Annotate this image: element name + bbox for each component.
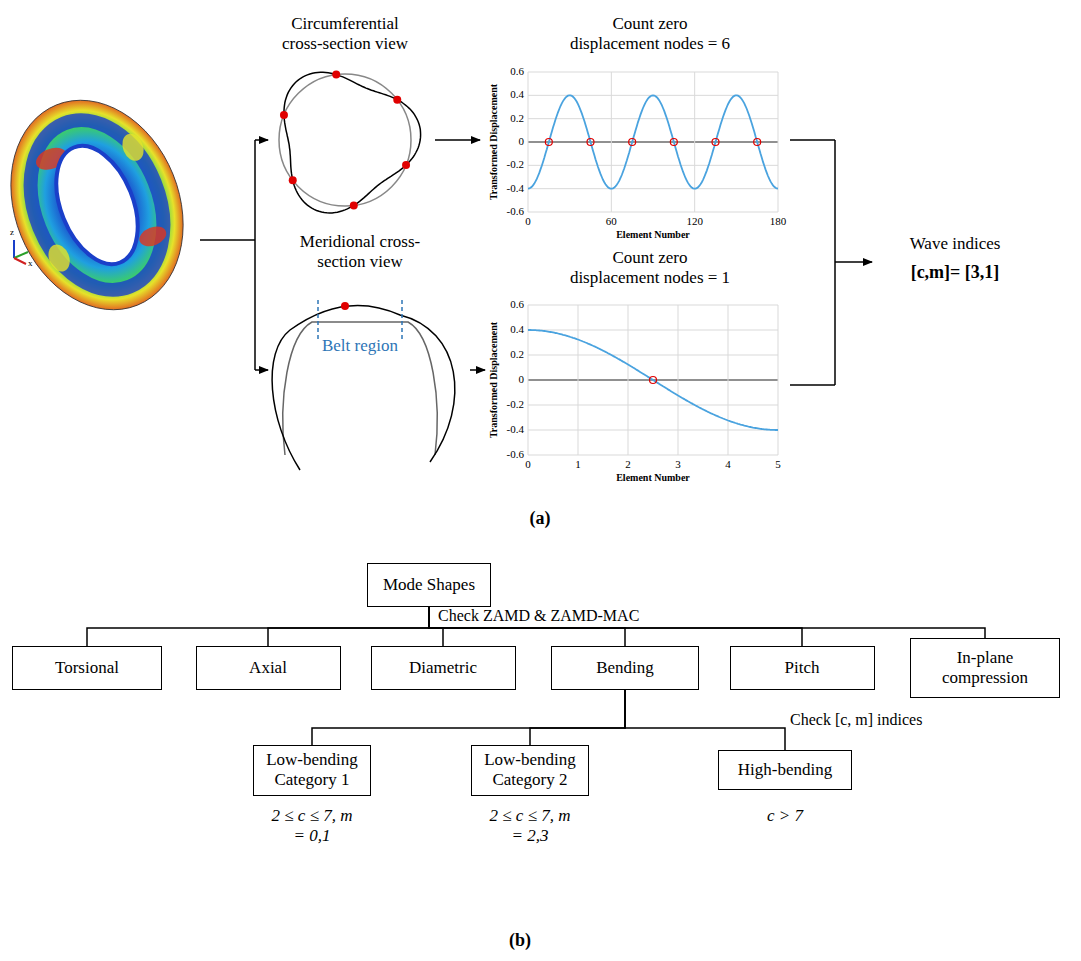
text-label: 0.6	[510, 65, 524, 78]
box-text: Diametric	[409, 658, 477, 678]
circumferential-view	[279, 71, 421, 213]
category-box: Bending	[551, 646, 699, 690]
box-text: Low-bending Category 2	[480, 750, 580, 791]
zero-node-dot	[393, 96, 401, 104]
zero-node-dot	[332, 71, 340, 79]
box-text: Axial	[249, 658, 287, 678]
zero-node-dot	[289, 176, 297, 184]
category-box: Diametric	[371, 646, 516, 690]
axis-title: Transformed Displacement	[488, 322, 500, 438]
text-label: Element Number	[583, 472, 723, 484]
text-label: Check ZAMD & ZAMD-MAC	[438, 606, 639, 625]
text-label: Meridional cross-section view	[290, 232, 430, 273]
text-label: -0.2	[507, 398, 524, 411]
zero-node-dot	[350, 201, 358, 209]
category-box: High-bending	[718, 750, 852, 790]
text-label: Count zero displacement nodes = 1	[566, 248, 734, 289]
box-text: In-plane compression	[919, 648, 1051, 689]
axis-title: Transformed Displacement	[488, 84, 500, 200]
tire-model	[0, 74, 213, 336]
box-text: High-bending	[738, 760, 832, 780]
box-text: Mode Shapes	[383, 575, 475, 595]
category-box: Axial	[196, 646, 341, 690]
text-label: [c,m]= [3,1]	[880, 262, 1030, 284]
displacement-charts	[528, 72, 778, 455]
text-label: 0	[519, 373, 525, 386]
text-label: Belt region	[310, 336, 410, 356]
text-label: z	[10, 227, 14, 238]
text-label: 2 ≤ c ≤ 7, m = 2,3	[484, 806, 576, 847]
text-label: Circumferential cross-section view	[270, 14, 420, 55]
text-label: (b)	[490, 930, 550, 952]
text-label: c > 7	[739, 806, 831, 826]
flow-arrows	[200, 140, 872, 385]
text-label: -0.6	[507, 448, 524, 461]
text-label: 0.4	[510, 323, 524, 336]
text-label: Check [c, m] indices	[790, 710, 922, 729]
text-label: 3	[658, 458, 698, 471]
tree-connector	[87, 607, 429, 646]
text-label: 0	[508, 458, 548, 471]
category-box: Torsional	[12, 646, 162, 690]
category-box: Mode Shapes	[367, 563, 491, 607]
text-label: 120	[675, 215, 715, 228]
category-box: Pitch	[730, 646, 875, 690]
tree-connector	[530, 690, 625, 745]
category-box: In-plane compression	[910, 638, 1060, 698]
category-box: Low-bending Category 1	[253, 745, 371, 796]
text-label: -0.4	[507, 182, 524, 195]
text-label: 0.4	[510, 88, 524, 101]
text-label: Count zero displacement nodes = 6	[566, 14, 734, 55]
text-label: 5	[758, 458, 798, 471]
text-label: x	[28, 258, 33, 269]
meridional-view	[272, 300, 455, 470]
axis-triad	[14, 240, 28, 264]
text-label: 1	[558, 458, 598, 471]
text-label: 0.6	[510, 298, 524, 311]
tree-connector	[268, 607, 429, 646]
text-label: 2	[608, 458, 648, 471]
text-label: -0.4	[507, 423, 524, 436]
zero-node-dot	[402, 161, 410, 169]
box-text: Torsional	[55, 658, 119, 678]
tree-connector	[312, 690, 625, 745]
box-text: Pitch	[785, 658, 820, 678]
text-label: -0.6	[507, 205, 524, 218]
tree-connector	[429, 607, 985, 638]
text-label: -0.2	[507, 158, 524, 171]
text-label: 60	[591, 215, 631, 228]
box-text: Bending	[596, 658, 654, 678]
text-label: 2 ≤ c ≤ 7, m = 0,1	[266, 806, 358, 847]
box-text: Low-bending Category 1	[262, 750, 362, 791]
text-label: Element Number	[583, 229, 723, 241]
text-label: 180	[758, 215, 798, 228]
text-label: 0	[519, 135, 525, 148]
zero-node-dot	[280, 111, 288, 119]
tree-connector	[625, 690, 785, 750]
category-box: Low-bending Category 2	[471, 745, 589, 796]
text-label: Wave indices	[880, 234, 1030, 254]
tree-connector	[429, 607, 802, 646]
text-label: 0	[508, 215, 548, 228]
text-label: 0.2	[510, 112, 524, 125]
text-label: 0.2	[510, 348, 524, 361]
text-label: 4	[708, 458, 748, 471]
text-label: (a)	[510, 508, 570, 530]
